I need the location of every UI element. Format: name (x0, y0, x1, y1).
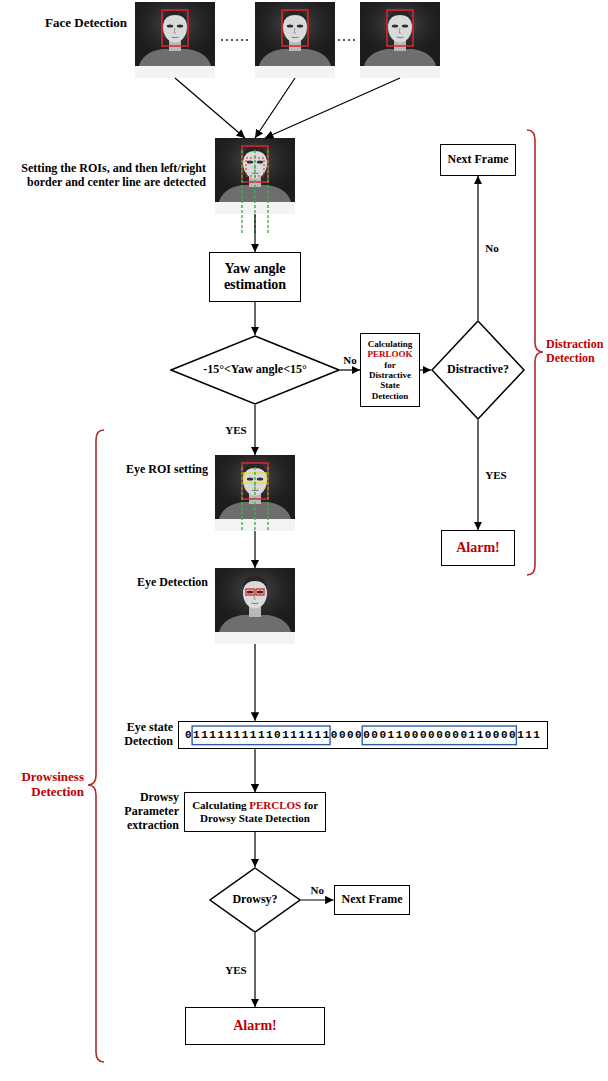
process-box: Alarm! (441, 530, 515, 566)
face-box (162, 10, 188, 46)
flow-arrow (254, 749, 255, 792)
highlight-word: PERLOOK (367, 349, 412, 359)
center-line (254, 467, 255, 531)
step-heading: Eye ROI setting (126, 463, 208, 477)
shape-label: -15°<Yaw angle<15° (203, 363, 307, 377)
image-step: Eye Detection (215, 568, 295, 644)
image-step: Setting the ROIs, and then left/right bo… (215, 138, 295, 214)
face-box (282, 10, 308, 46)
shape-label: Alarm! (196, 1018, 314, 1034)
right-border-line (267, 150, 268, 234)
face-photo (360, 2, 440, 78)
branch-label: No (310, 884, 325, 896)
step-heading: Drowsy Parameter extraction (117, 791, 179, 832)
step-heading: Eye Detection (137, 576, 208, 590)
highlight-word: PERCLOS (249, 799, 301, 811)
bit-sequence: 0111111111101111110000000110000000011000… (185, 729, 541, 742)
flow-arrow (301, 899, 334, 900)
branch-label: YES (224, 964, 247, 976)
shape-label: Distractive? (447, 363, 509, 377)
flow-arrow (340, 369, 360, 370)
dot (353, 39, 355, 41)
flow-arrow (420, 369, 431, 370)
decision-diamond: Drowsy? (209, 867, 301, 933)
left-border-line (241, 150, 242, 234)
border-lines (242, 467, 268, 531)
right-border-line (267, 467, 268, 531)
flow-arrow (254, 214, 255, 252)
shape-label: Next Frame (342, 893, 403, 907)
frame-dots (221, 39, 355, 41)
branch-label: No (342, 354, 357, 366)
branch-label: No (484, 242, 499, 254)
flow-arrow (255, 78, 295, 138)
labeled-box: Drowsy Parameter extractionCalculating P… (184, 792, 326, 831)
face-boxes (162, 10, 413, 46)
shape-label: Calculating PERCLOS for Drowsy State Det… (191, 799, 319, 824)
decision-diamond: Distractive? (431, 320, 525, 420)
labeled-box: Eye state Detection011111111110111111000… (178, 721, 548, 750)
dot (338, 39, 340, 41)
flow-arrow (265, 78, 400, 138)
shape-label: Next Frame (448, 153, 509, 167)
flow-arrow (175, 78, 245, 138)
eye-box (256, 589, 264, 595)
eye-box (246, 589, 254, 595)
branch-label: YES (224, 424, 247, 436)
decision-diamond: -15°<Yaw angle<15° (170, 335, 340, 405)
shape-label: Yaw angle estimation (218, 261, 292, 293)
dot (241, 39, 243, 41)
step-heading: Eye state Detection (111, 721, 173, 749)
shape-label: Drowsy? (232, 893, 277, 907)
image-step: Eye ROI setting (215, 455, 295, 531)
diamond-shape (432, 321, 524, 419)
process-box: Alarm! (185, 1007, 325, 1045)
flow-arrow (477, 176, 478, 320)
shape-label: Alarm! (452, 540, 504, 556)
diamond-shape (171, 336, 339, 404)
eye-detection-photo (215, 568, 295, 644)
flow-arrow (254, 832, 255, 867)
flow-arrow (254, 531, 255, 568)
dot (221, 39, 223, 41)
face-photo (135, 2, 215, 78)
face-box (387, 10, 413, 46)
branch-label: YES (484, 469, 507, 481)
flow-arrow (254, 405, 255, 455)
group-label: Drowsiness Detection (0, 770, 84, 800)
flow-arrow (477, 420, 478, 530)
flow-arrow (254, 302, 255, 335)
step-heading: Setting the ROIs, and then left/right bo… (6, 162, 206, 190)
group-label: Distraction Detection (546, 338, 608, 366)
dot (226, 39, 228, 41)
group-brace (527, 130, 543, 575)
face-photo (255, 2, 335, 78)
shape-label: Calculating PERLOOK for Distractive Stat… (365, 339, 415, 401)
flow-arrow (254, 933, 255, 1007)
dot (348, 39, 350, 41)
step-heading: Face Detection (45, 16, 127, 31)
process-box: Yaw angle estimation (209, 252, 301, 302)
group-brace (88, 430, 104, 1062)
left-border-line (241, 467, 242, 531)
diamond-shape (210, 868, 300, 932)
process-box: Next Frame (334, 885, 411, 915)
process-box: Calculating PERLOOK for Distractive Stat… (360, 333, 420, 407)
dot (246, 39, 248, 41)
process-box: Next Frame (440, 144, 517, 176)
flow-arrow (254, 644, 255, 721)
dot (343, 39, 345, 41)
image-step: Face Detection (135, 2, 445, 78)
dot (236, 39, 238, 41)
eye-roi-photo (215, 455, 295, 531)
dot (231, 39, 233, 41)
